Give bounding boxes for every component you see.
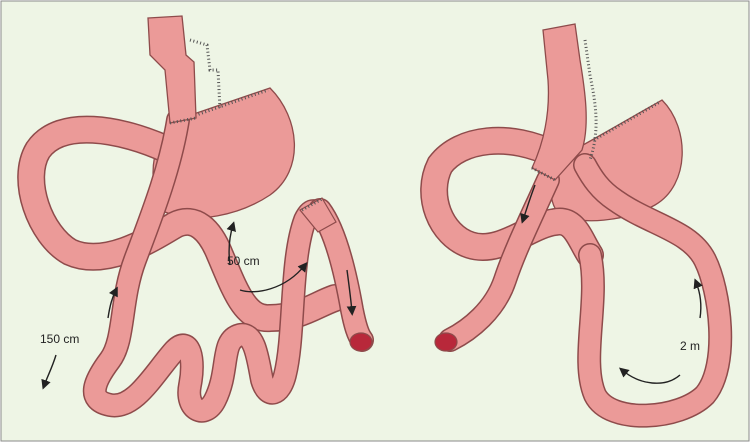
right-open-lumen [435,333,457,351]
label-150cm: 150 cm [40,332,79,346]
label-50cm: 50 cm [227,254,260,268]
label-2m: 2 m [680,339,700,353]
left-open-lumen [350,333,372,351]
